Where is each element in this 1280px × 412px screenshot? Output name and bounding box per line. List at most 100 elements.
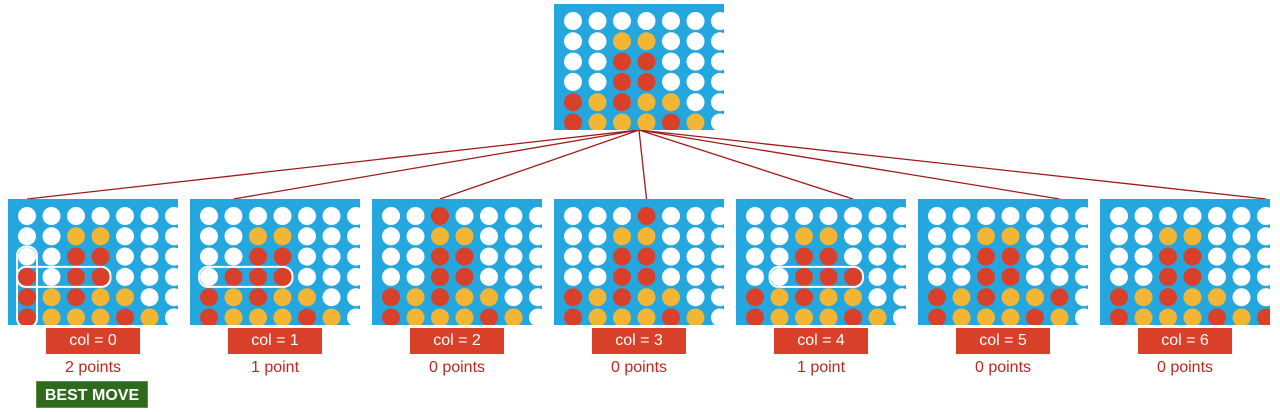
- red-disc: [1257, 308, 1270, 325]
- red-disc: [613, 93, 631, 112]
- empty-slot: [1075, 247, 1088, 266]
- empty-slot: [249, 207, 267, 225]
- empty-slot: [67, 207, 85, 225]
- empty-slot: [564, 227, 582, 246]
- empty-slot: [711, 247, 724, 266]
- red-disc: [200, 308, 218, 325]
- points-label: 2 points: [64, 359, 122, 376]
- red-disc: [249, 267, 267, 286]
- red-disc: [977, 288, 995, 307]
- yellow-disc: [42, 288, 61, 307]
- empty-slot: [1208, 247, 1226, 266]
- empty-slot: [504, 288, 523, 307]
- yellow-disc: [977, 308, 995, 325]
- yellow-disc: [795, 308, 813, 325]
- yellow-disc: [224, 308, 243, 325]
- empty-slot: [711, 72, 724, 91]
- red-disc: [18, 308, 36, 325]
- empty-slot: [298, 207, 316, 225]
- empty-slot: [200, 207, 218, 225]
- empty-slot: [298, 247, 316, 266]
- empty-slot: [588, 227, 607, 246]
- empty-slot: [406, 227, 425, 246]
- child-board: [918, 199, 1088, 325]
- empty-slot: [686, 267, 705, 286]
- yellow-disc: [42, 308, 61, 325]
- yellow-disc: [952, 288, 971, 307]
- empty-slot: [952, 267, 971, 286]
- empty-slot: [686, 12, 705, 30]
- red-disc: [455, 247, 474, 266]
- empty-slot: [1026, 207, 1044, 225]
- empty-slot: [224, 247, 243, 266]
- empty-slot: [928, 247, 946, 266]
- yellow-disc: [1001, 227, 1020, 246]
- points-label: 0 points: [610, 359, 668, 376]
- red-disc: [637, 207, 656, 225]
- empty-slot: [1026, 267, 1044, 286]
- red-disc: [564, 288, 582, 307]
- red-disc: [746, 308, 764, 325]
- empty-slot: [504, 227, 523, 246]
- empty-slot: [347, 308, 360, 325]
- empty-slot: [1075, 227, 1088, 246]
- yellow-disc: [273, 288, 292, 307]
- column-label: col = 3: [592, 328, 686, 354]
- yellow-disc: [637, 288, 656, 307]
- red-disc: [1183, 267, 1202, 286]
- yellow-disc: [819, 227, 838, 246]
- yellow-disc: [455, 227, 474, 246]
- empty-slot: [91, 207, 110, 225]
- empty-slot: [1208, 227, 1226, 246]
- empty-slot: [322, 207, 341, 225]
- empty-slot: [1159, 207, 1177, 225]
- empty-slot: [165, 267, 178, 286]
- empty-slot: [298, 267, 316, 286]
- empty-slot: [1110, 247, 1128, 266]
- red-disc: [613, 247, 631, 266]
- empty-slot: [928, 227, 946, 246]
- empty-slot: [116, 267, 134, 286]
- empty-slot: [1075, 207, 1088, 225]
- red-disc: [431, 247, 449, 266]
- red-disc: [637, 267, 656, 286]
- empty-slot: [662, 247, 680, 266]
- yellow-disc: [1159, 308, 1177, 325]
- empty-slot: [200, 267, 218, 286]
- empty-slot: [18, 247, 36, 266]
- yellow-disc: [662, 288, 680, 307]
- empty-slot: [1050, 247, 1069, 266]
- yellow-disc: [91, 308, 110, 325]
- yellow-disc: [1001, 308, 1020, 325]
- empty-slot: [588, 12, 607, 30]
- empty-slot: [1110, 267, 1128, 286]
- red-disc: [637, 247, 656, 266]
- empty-slot: [42, 247, 61, 266]
- red-disc: [200, 288, 218, 307]
- empty-slot: [18, 207, 36, 225]
- yellow-disc: [1134, 288, 1153, 307]
- empty-slot: [868, 227, 887, 246]
- empty-slot: [868, 267, 887, 286]
- empty-slot: [893, 227, 906, 246]
- red-disc: [455, 267, 474, 286]
- empty-slot: [1232, 288, 1251, 307]
- empty-slot: [1134, 267, 1153, 286]
- empty-slot: [165, 288, 178, 307]
- empty-slot: [868, 247, 887, 266]
- empty-slot: [711, 308, 724, 325]
- red-disc: [613, 52, 631, 71]
- yellow-disc: [819, 308, 838, 325]
- yellow-disc: [613, 113, 631, 130]
- empty-slot: [1257, 227, 1270, 246]
- yellow-disc: [480, 288, 498, 307]
- column-label: col = 1: [228, 328, 322, 354]
- red-disc: [564, 308, 582, 325]
- four-in-row-highlight: [768, 265, 864, 288]
- empty-slot: [893, 288, 906, 307]
- empty-slot: [1075, 308, 1088, 325]
- yellow-disc: [868, 308, 887, 325]
- empty-slot: [382, 207, 400, 225]
- empty-slot: [711, 93, 724, 112]
